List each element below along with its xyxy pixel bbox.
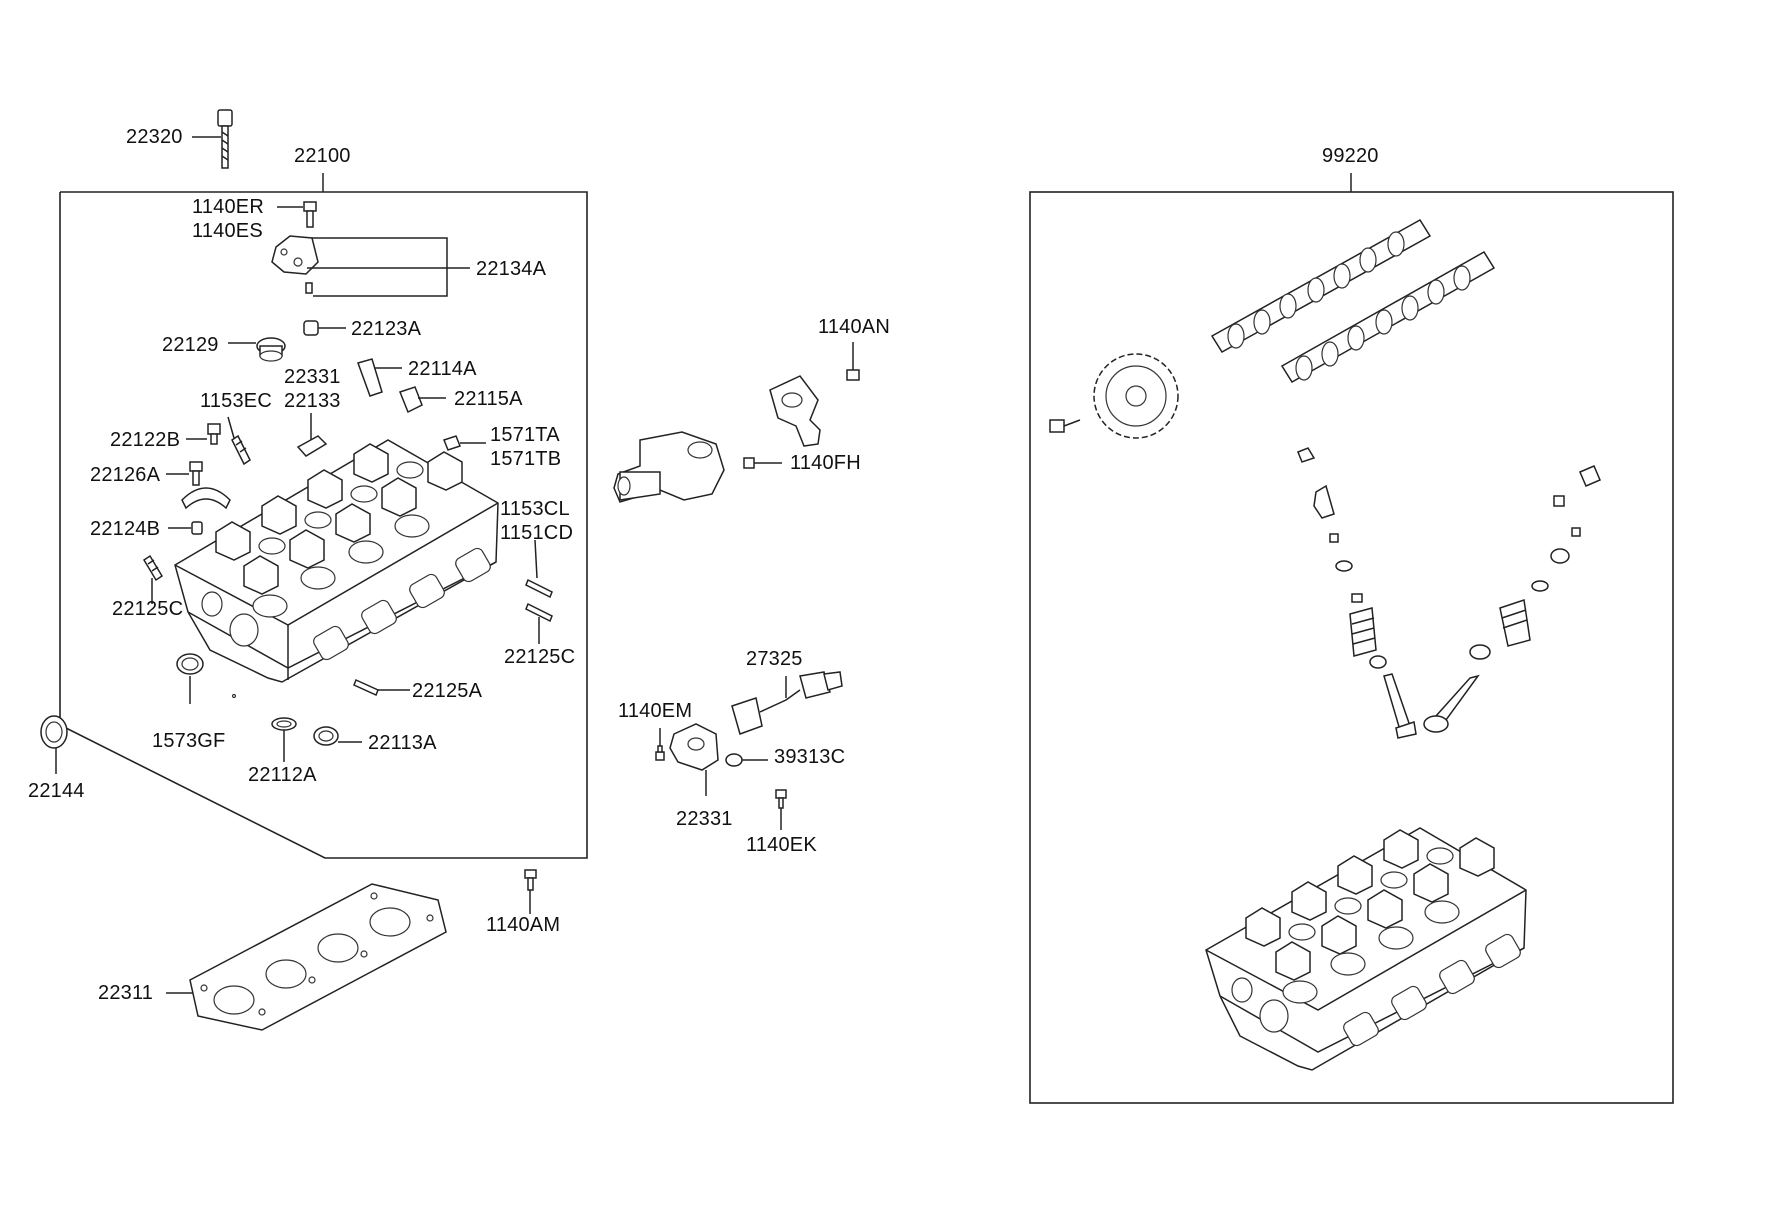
label-1140EM: 1140EM (618, 700, 693, 722)
pin-22115A (399, 386, 446, 414)
valve-train-exhaust (1423, 465, 1601, 733)
seal-22113A (313, 726, 362, 746)
sensor-27325 (731, 671, 843, 735)
bolt-1140AM (524, 869, 537, 914)
cylinder-head-assembly (1205, 827, 1527, 1071)
label-22320: 22320 (126, 126, 183, 148)
label-1140FH: 1140FH (790, 452, 861, 474)
cam-sprocket (1049, 353, 1179, 439)
label-22129: 22129 (162, 334, 219, 356)
dowel-22124B (168, 521, 203, 535)
label-22113A: 22113A (368, 732, 437, 754)
sensor-housing-22331 (669, 723, 719, 796)
label-1140AN: 1140AN (818, 316, 890, 338)
seal-1573GF (176, 653, 237, 704)
bolt-22126A (166, 461, 203, 486)
label-22114A: 22114A (408, 358, 477, 380)
label-22144: 22144 (28, 780, 85, 802)
label-22123A: 22123A (351, 318, 422, 340)
head-gasket-22311 (166, 883, 447, 1031)
label-22122B: 22122B (110, 429, 181, 451)
assembly-22100-box (59, 173, 588, 859)
bearing-cap (181, 487, 231, 510)
bracket-22134A (271, 201, 470, 297)
stud-1153EC (227, 416, 251, 466)
label-1571TA: 1571TA (490, 424, 560, 446)
plug-22129 (228, 337, 286, 362)
stud-22125A (353, 678, 410, 697)
stud-22125C-left (142, 554, 164, 604)
label-1571TB: 1571TB (490, 448, 562, 470)
label-22311: 22311 (98, 982, 154, 1004)
label-1151CD: 1151CD (500, 522, 574, 544)
camshaft-upper (1210, 218, 1432, 354)
cylinder-head-main (174, 439, 499, 683)
label-22124B: 22124B (90, 518, 161, 540)
label-1573GF: 1573GF (152, 730, 226, 752)
label-22133: 22133 (284, 390, 341, 412)
sleeve-22133 (296, 413, 328, 457)
bolt-22122B (186, 423, 221, 445)
stud-22125C-right (525, 602, 553, 644)
label-22134A: 22134A (476, 258, 547, 280)
label-99220: 99220 (1322, 145, 1379, 167)
label-22126A: 22126A (90, 464, 161, 486)
label-22331-bottom: 22331 (676, 808, 733, 830)
label-1140ER: 1140ER (192, 196, 264, 218)
plug-1571TA (443, 435, 486, 451)
label-1140ES: 1140ES (192, 220, 263, 242)
label-1140AM: 1140AM (486, 914, 561, 936)
thermostat-housing-1140AN (769, 342, 860, 447)
bolt-1140EM (655, 728, 665, 761)
pin-22114A (357, 358, 402, 397)
label-1153CL: 1153CL (500, 498, 570, 520)
label-22331-top: 22331 (284, 366, 341, 388)
seal-22112A (271, 717, 297, 762)
seal-22144 (40, 715, 68, 774)
stud-1153CL (525, 539, 553, 599)
label-22115A: 22115A (454, 388, 523, 410)
label-22100: 22100 (294, 145, 351, 167)
label-1153EC: 1153EC (200, 390, 272, 412)
camshaft-lower (1280, 250, 1496, 384)
water-outlet-housing (613, 431, 782, 503)
label-27325: 27325 (746, 648, 803, 670)
label-1140EK: 1140EK (746, 834, 817, 856)
head-bolt-22320 (192, 109, 233, 169)
label-22112A: 22112A (248, 764, 317, 786)
label-39313C: 39313C (774, 746, 846, 768)
assembly-99220-box (1029, 173, 1674, 1104)
bolt-1140EK (775, 789, 787, 830)
label-22125C-right: 22125C (504, 646, 576, 668)
cap-22123A (303, 320, 346, 336)
label-22125A: 22125A (412, 680, 483, 702)
label-22125C-left: 22125C (112, 598, 184, 620)
valve-train-intake (1297, 447, 1417, 739)
o-ring-39313C (725, 753, 768, 767)
